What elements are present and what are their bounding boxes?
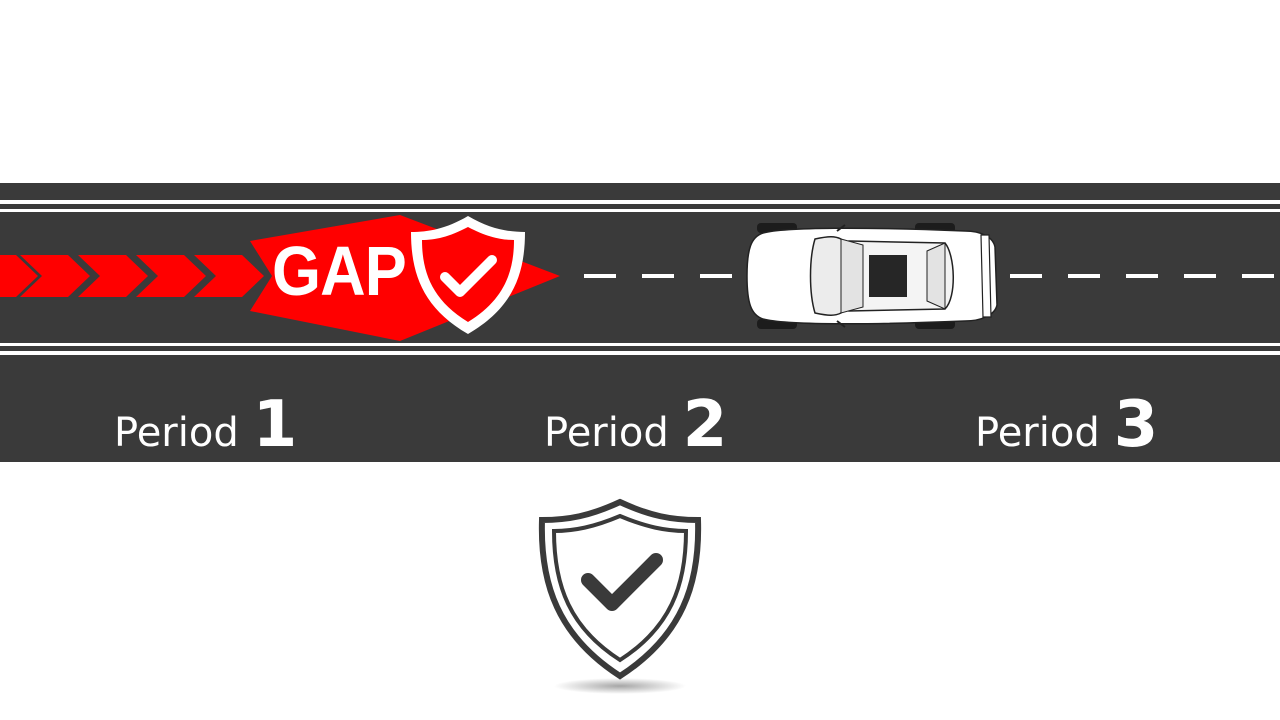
period-2-label: Period 2 [544, 388, 727, 462]
period-number: 3 [1113, 388, 1159, 462]
road-top-edge-line [0, 200, 1280, 204]
road-bottom-edge-line [0, 351, 1280, 355]
center-dashed-line [584, 274, 1274, 278]
period-word: Period [114, 410, 239, 456]
period-number: 2 [682, 388, 728, 462]
road-bottom-edge-line-inner [0, 343, 1280, 346]
period-number: 1 [252, 388, 298, 462]
gap-shield-check-icon [411, 216, 525, 334]
road-top-edge-line-inner [0, 209, 1280, 212]
gap-label: GAP [272, 232, 407, 310]
period-1-label: Period 1 [114, 388, 297, 462]
road-graphics [0, 215, 1274, 341]
period-word: Period [975, 410, 1100, 456]
period-3-label: Period 3 [975, 388, 1158, 462]
road-band [0, 183, 1280, 462]
car-icon [746, 223, 998, 329]
shield-check-icon [538, 498, 702, 694]
period-word: Period [544, 410, 669, 456]
